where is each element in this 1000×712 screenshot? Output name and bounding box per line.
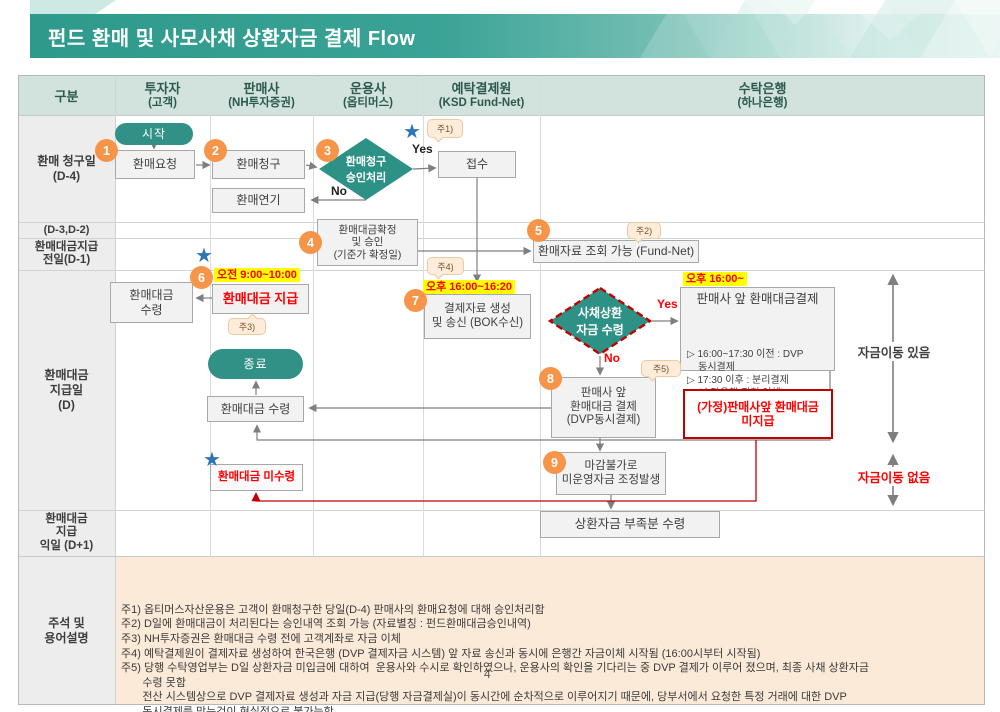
- note1-callout: 주1): [427, 119, 463, 138]
- step-badge-4: 4: [299, 231, 322, 254]
- inquiry-box: 환매자료 조회 가능 (Fund-Net): [533, 240, 699, 263]
- footnote-line: 수령 못함: [121, 676, 186, 689]
- footnote-line: 주5) 당행 수탁영업부는 D일 상환자금 미입금에 대하여 운용사와 수시로 …: [121, 662, 869, 675]
- step-badge-3: 3: [316, 139, 339, 162]
- row-label-d4: 환매 청구일 (D-4): [37, 153, 96, 183]
- bond-funds-decision-diamond: 사채상환 자금 수령: [547, 286, 653, 356]
- footnote-line: 주1) 옵티머스자산운용은 고객이 환매청구한 당일(D-4) 판매사의 환매요…: [121, 603, 545, 616]
- header-corner: 구분: [54, 88, 79, 104]
- footnotes: 주1) 옵티머스자산운용은 고객이 환매청구한 당일(D-4) 판매사의 환매요…: [121, 559, 981, 712]
- header-ksd: 예탁결제원(KSD Fund-Net): [438, 80, 525, 109]
- footnote-line: 전산 시스템상으로 DVP 결제자료 생성과 자금 지급(당행 자금결제실)이 …: [121, 691, 847, 704]
- not-received-box: 환매대금 미수령: [210, 464, 303, 491]
- step-badge-1: 1: [95, 139, 118, 162]
- star-icon: ★: [403, 121, 421, 143]
- star-icon: ★: [195, 245, 213, 267]
- settle-detail-line: ▷ 16:00~17:30 이전 : DVP: [687, 348, 804, 360]
- row-label-d: 환매대금 지급일 (D): [44, 367, 89, 412]
- step-badge-9: 9: [543, 451, 566, 474]
- row-label-d-plus-1: 환매대금 지급 익일 (D+1): [39, 512, 94, 552]
- assumption-box: (가정)판매사앞 환매대금 미지급: [683, 389, 833, 439]
- step-badge-6: 6: [190, 266, 213, 289]
- no-label-2: No: [604, 351, 620, 365]
- yes-label-1: Yes: [412, 142, 433, 156]
- postpone-box: 환매연기: [212, 188, 305, 213]
- time-highlight-afternoon-2: 오후 16:00~: [683, 272, 747, 286]
- title-banner: 펀드 환매 및 사모사채 상환자금 결제 Flow: [30, 14, 1000, 58]
- footnote-line: 동시결제를 막는것이 현실적으로 불가능함: [121, 705, 334, 712]
- note2-callout: 주2): [627, 222, 661, 239]
- time-highlight-afternoon-1: 오후 16:00~16:20: [423, 280, 515, 294]
- page-title: 펀드 환매 및 사모사채 상환자금 결제 Flow: [48, 27, 416, 50]
- settle-detail-line: ▷ 17:30 이후 : 분리결제: [687, 374, 789, 386]
- footnote-line: 주4) 예탁결제원이 결제자료 생성하여 한국은행 (DVP 결제자금 시스템)…: [121, 647, 761, 660]
- step-badge-8: 8: [539, 367, 562, 390]
- time-highlight-morning: 오전 9:00~10:00: [214, 268, 300, 282]
- funds-flow-no-label: 자금이동 없음: [843, 467, 945, 486]
- dvp-settle-box: 판매사 앞 환매대금 결제 (DVP동시결제): [551, 377, 656, 438]
- settle-detail-line: 동시결제: [687, 361, 735, 373]
- row-label-d1: 환매대금지급 전일(D-1): [34, 240, 99, 267]
- end-node: 종료: [208, 349, 303, 379]
- step-badge-2: 2: [204, 139, 227, 162]
- banner-corner-accent: [30, 0, 116, 14]
- header-investor: 투자자(고객): [144, 80, 181, 109]
- row-label-d3d2: (D-3,D-2): [43, 223, 90, 236]
- funds-flow-yes-label: 자금이동 있음: [843, 342, 945, 361]
- note3-callout: 주3): [228, 318, 266, 335]
- header-trustee-bank: 수탁은행(하나은행): [737, 80, 788, 109]
- step-badge-7: 7: [404, 289, 427, 312]
- receive-funds-box-2: 환매대금 수령: [207, 396, 304, 422]
- footnote-line: 주3) NH투자증권은 환매대금 수령 전에 고객계좌로 자금 이체: [121, 632, 401, 645]
- adjust-box: 마감불가로 미운영자금 조정발생: [556, 452, 666, 495]
- star-icon: ★: [203, 449, 221, 471]
- shortfall-box: 상환자금 부족분 수령: [540, 511, 720, 538]
- start-node: 시작: [115, 123, 193, 145]
- note5-callout: 주5): [641, 360, 681, 377]
- header-distributor: 판매사(NH투자증권): [228, 80, 295, 109]
- settle-to-distributor-box: 판매사 앞 환매대금결제 ▷ 16:00~17:30 이전 : DVP 동시결제…: [680, 287, 835, 399]
- create-send-box: 결제자료 생성 및 송신 (BOK수신): [424, 294, 531, 339]
- page-number: 4: [484, 667, 491, 681]
- settle-title: 판매사 앞 환매대금결제: [696, 292, 819, 306]
- row-label-notes: 주석 및 용어설명: [44, 615, 89, 645]
- no-label-1: No: [331, 184, 347, 198]
- yes-label-2: Yes: [657, 297, 678, 311]
- settle-details: ▷ 16:00~17:30 이전 : DVP 동시결제▷ 17:30 이후 : …: [687, 309, 828, 400]
- accept-box: 접수: [438, 151, 516, 178]
- footnote-line: 주2) D일에 환매대금이 처리된다는 승인내역 조회 가능 (자료별칭 : 펀…: [121, 618, 531, 631]
- confirm-approve-box: 환매대금확정 및 승인 (기준가 확정일): [317, 219, 418, 266]
- step-badge-5: 5: [527, 219, 550, 242]
- redemption-request-box: 환매요청: [115, 150, 195, 179]
- receive-funds-box-1: 환매대금 수령: [110, 282, 193, 323]
- pay-redemption-box: 환매대금 지급: [212, 284, 309, 314]
- note4-callout: 주4): [427, 257, 464, 275]
- header-manager: 운용사(옵티머스): [343, 80, 393, 109]
